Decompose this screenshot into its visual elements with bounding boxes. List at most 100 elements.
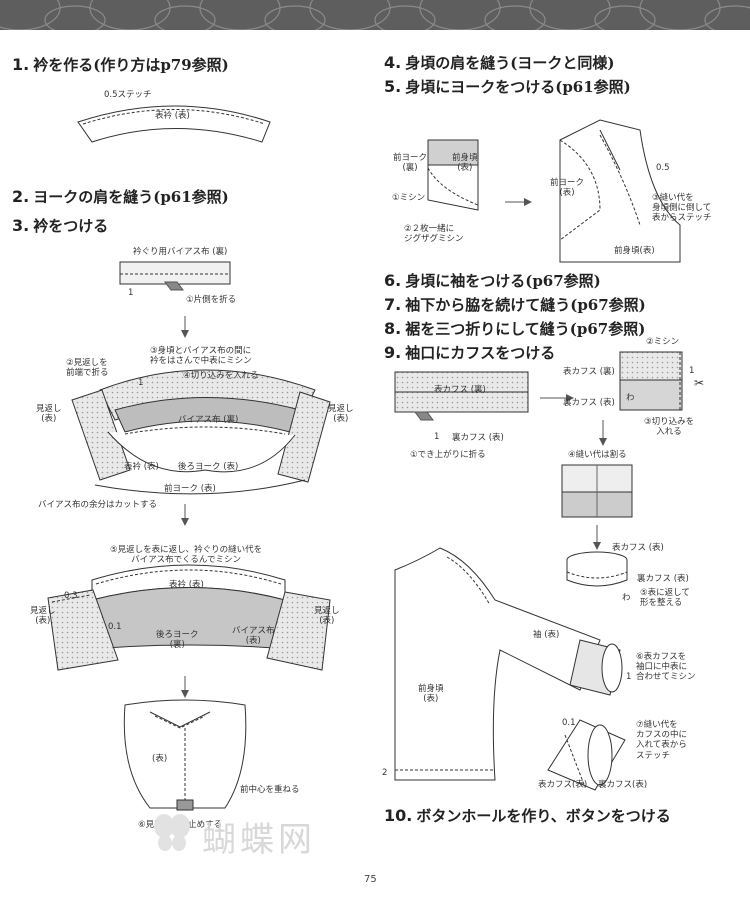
label-machine1: ①ミシン xyxy=(392,193,426,203)
step-number: 6. xyxy=(384,271,402,290)
step-number: 8. xyxy=(384,319,402,338)
label-front-yoke-back: 前ヨーク (裏) xyxy=(393,153,428,174)
label-split-allowance: ④縫い代は割る xyxy=(568,450,627,460)
step-text: ボタンホールを作り、ボタンをつける xyxy=(416,807,671,825)
label-cuff-face3: 表カフス (表) xyxy=(612,543,664,553)
front-body-finished xyxy=(123,699,247,811)
step-4-heading: 4.身頃の肩を縫う(ヨークと同様) xyxy=(384,52,614,73)
watermark-text: 蝴蝶网 xyxy=(202,820,316,860)
step-number: 4. xyxy=(384,53,402,72)
label-num-01: 0.1 xyxy=(108,622,122,632)
label-sandwich-collar: ③身頃とバイアス布の間に 衿をはさんで中表にミシン xyxy=(150,346,252,367)
step-6-heading: 6.身頃に袖をつける(p67参照) xyxy=(384,270,601,291)
label-back-yoke2: 後ろヨーク (裏) xyxy=(156,630,199,651)
label-back-yoke: 後ろヨーク (表) xyxy=(178,462,239,472)
label-front-yoke-face: 前ヨーク (表) xyxy=(550,178,585,199)
label-facing-left2: 見返し (表) xyxy=(30,606,56,627)
label-front-body3: 前身頃 (表) xyxy=(418,684,444,705)
label-bias-back: バイアス布 (裏) xyxy=(178,415,239,425)
step-text: 身頃にヨークをつける(p61参照) xyxy=(405,78,631,96)
step-text: 身頃に袖をつける(p67参照) xyxy=(405,272,601,290)
sleeve-body-large xyxy=(394,547,623,781)
label-num-2: 2 xyxy=(382,768,388,778)
yoke-seam-detail xyxy=(427,139,479,211)
body-yoke-assembly xyxy=(559,119,681,263)
label-cuff-inner-face: 裏カフス (表) xyxy=(452,433,504,443)
label-cut-excess: バイアス布の余分はカットする xyxy=(38,500,158,510)
label-one-c: 1 xyxy=(434,432,440,442)
butterfly-watermark-icon xyxy=(154,814,190,851)
label-facing-right2: 見返し (表) xyxy=(314,606,340,627)
cuff-strip xyxy=(394,371,529,421)
label-one-a: 1 xyxy=(128,288,134,298)
label-front-yoke: 前ヨーク (表) xyxy=(164,484,216,494)
label-sew-cuff: ⑥表カフスを 袖口に中表に 合わせてミシン xyxy=(636,652,696,683)
label-collar-stitch: 0.5ステッチ xyxy=(104,90,152,100)
page-number: 75 xyxy=(364,874,377,885)
step-9-heading: 9.袖口にカフスをつける xyxy=(384,342,555,363)
label-cuff-inner-label: 裏カフス (表) xyxy=(563,398,615,408)
step-8-heading: 8.裾を三つ折りにして縫う(p67参照) xyxy=(384,318,645,339)
collar-turned-assembly xyxy=(47,564,331,671)
step-7-heading: 7.袖下から脇を続けて縫う(p67参照) xyxy=(384,294,646,315)
step-number: 3. xyxy=(12,216,30,235)
bias-strip xyxy=(119,261,231,291)
label-fold-one-side: ①片側を折る xyxy=(186,295,237,305)
label-bias-cloth: 衿ぐり用バイアス布 (裏) xyxy=(133,247,228,257)
label-body-face: (表) xyxy=(152,754,168,764)
label-turn-shape: ⑤表に返して 形を整える xyxy=(640,588,690,609)
label-one-b: 1 xyxy=(138,378,144,388)
step-1-heading: 1.衿を作る(作り方はp79参照) xyxy=(12,54,229,75)
label-zigzag: ②２枚一緒に ジグザグミシン xyxy=(404,224,464,245)
label-one-e: 1 xyxy=(626,672,632,682)
label-num-01b: 0.1 xyxy=(562,718,576,728)
scissors-icon: ✂ xyxy=(694,376,705,390)
cuff-sewn xyxy=(619,351,683,411)
step-10-heading: 10.ボタンホールを作り、ボタンをつける xyxy=(384,805,671,826)
label-machine2: ②ミシン xyxy=(646,337,680,347)
label-collar-face2: 表衿 (表) xyxy=(124,462,159,472)
decorative-header-band xyxy=(0,0,750,30)
label-facing-left: 見返し (表) xyxy=(36,404,62,425)
label-turn-facing: ⑤見返しを表に返し、衿ぐりの縫い代を バイアス布でくるんでミシン xyxy=(110,545,263,566)
label-front-body-face2: 前身頃(表) xyxy=(614,246,655,256)
step-text: 裾を三つ折りにして縫う(p67参照) xyxy=(405,320,646,338)
step-5-heading: 5.身頃にヨークをつける(p61参照) xyxy=(384,76,631,97)
label-num-05: 0.5 xyxy=(656,163,670,173)
label-cuff-inner4: 裏カフス(表) xyxy=(598,780,648,790)
step-2-heading: 2.ヨークの肩を縫う(p61参照) xyxy=(12,186,229,207)
label-collar-face3: 表衿 (表) xyxy=(169,580,204,590)
cuff-opened xyxy=(561,464,633,518)
step-text: 衿を作る(作り方はp79参照) xyxy=(33,56,229,74)
collar-attach-assembly xyxy=(71,369,331,495)
step-number: 5. xyxy=(384,77,402,96)
step-number: 9. xyxy=(384,343,402,362)
label-wa: わ xyxy=(626,393,635,403)
label-collar-face: 表衿 (表) xyxy=(155,111,190,121)
label-cuff-face4: 表カフス(表) xyxy=(538,780,588,790)
step-text: 袖口にカフスをつける xyxy=(405,344,556,362)
label-facing-right: 見返し (表) xyxy=(328,404,354,425)
label-front-body-face: 前身頃 (表) xyxy=(452,153,478,174)
step-3-heading: 3.衿をつける xyxy=(12,215,108,236)
label-sleeve-face: 袖 (表) xyxy=(533,630,560,640)
label-wa2: わ xyxy=(622,593,631,603)
sleeve-cuff-finished xyxy=(547,719,626,791)
label-fold-finish: ①でき上がりに折る xyxy=(410,450,486,460)
step-text: ヨークの肩を縫う(p61参照) xyxy=(33,188,229,206)
step-number: 2. xyxy=(12,187,30,206)
step-text: 袖下から脇を続けて縫う(p67参照) xyxy=(405,296,646,314)
collar-shape xyxy=(77,105,271,143)
label-stitch-allowance: ③縫い代を 身頃側に倒して 表からステッチ xyxy=(652,193,712,224)
label-one-d: 1 xyxy=(689,366,695,376)
label-cuff-back: 表カフス (裏) xyxy=(434,385,486,395)
step-number: 7. xyxy=(384,295,402,314)
label-wrap-stitch: ⑦縫い代を カフスの中に 入れて表から ステッチ xyxy=(636,720,688,761)
label-cuff-face-label: 表カフス (裏) xyxy=(563,367,615,377)
label-cuff-inner3: 裏カフス (表) xyxy=(637,574,689,584)
step-number: 1. xyxy=(12,55,30,74)
label-num-03: 0.3 xyxy=(64,591,78,601)
step-number: 10. xyxy=(384,806,413,825)
cuff-turned-ring xyxy=(566,551,628,587)
